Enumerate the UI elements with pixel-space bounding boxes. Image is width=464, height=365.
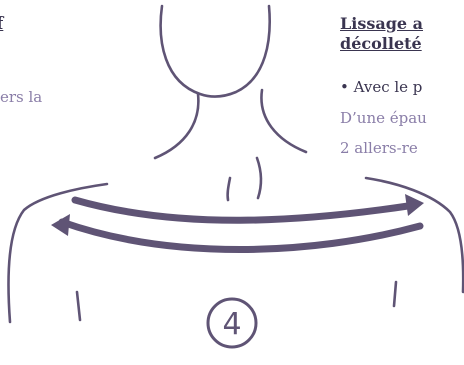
right-arm-mark (394, 282, 396, 306)
right-column: Lissage a décolleté • Avec le p D’une ép… (340, 14, 423, 54)
head-outline (161, 6, 270, 97)
upper-arrow-shaft (75, 200, 408, 220)
step-number: 4 (222, 307, 241, 342)
right-instruction-line2: 2 allers-re (340, 138, 418, 158)
left-section-text: ers la (0, 87, 42, 107)
neck-tendon-right (257, 158, 261, 198)
left-arm-mark (77, 292, 80, 320)
neck-right-line (261, 90, 306, 152)
lower-arrow-head-left-icon (51, 214, 70, 236)
upper-arrow-head-right-icon (405, 194, 424, 216)
right-section-title-line1: Lissage a (340, 14, 423, 34)
right-bullet-item: • Avec le p (340, 77, 422, 97)
lower-arrow-shaft (62, 222, 420, 250)
left-section-title: f (0, 14, 3, 34)
right-section-title-line2: décolleté (340, 34, 423, 54)
neck-tendon-left (228, 178, 230, 200)
right-instruction-line1: D’une épau (340, 108, 427, 128)
neck-left-line (155, 94, 198, 158)
